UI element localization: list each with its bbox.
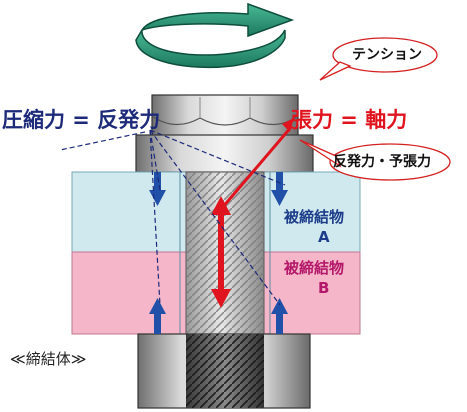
tension-bubble [319, 37, 438, 81]
material-a-letter: A [318, 228, 330, 246]
nut [137, 333, 311, 409]
axial-force-label: 張力 = 軸力 [291, 108, 408, 132]
rotation-arrow-icon [135, 2, 295, 69]
assembly-label: ≪締結体≫ [10, 350, 87, 368]
reaction-label: 反発力・予張力 [333, 154, 431, 170]
axial-leader-arrow [220, 118, 294, 209]
compression-leaders [59, 129, 286, 306]
bolt-shank [185, 171, 265, 335]
bolt-head [135, 94, 314, 173]
material-b-letter: B [318, 279, 330, 297]
up-arrow-icon [149, 298, 166, 334]
up-arrow-icon [271, 298, 288, 334]
down-arrow-icon [271, 172, 288, 206]
tension-label: テンション [352, 47, 422, 63]
material-b-label: 被締結物 [284, 259, 345, 277]
reaction-bubble [299, 139, 451, 181]
double-headed-arrow-icon [211, 196, 231, 308]
compression-force-label: 圧縮力 = 反発力 [2, 108, 161, 132]
material-a-label: 被締結物 [284, 208, 345, 226]
